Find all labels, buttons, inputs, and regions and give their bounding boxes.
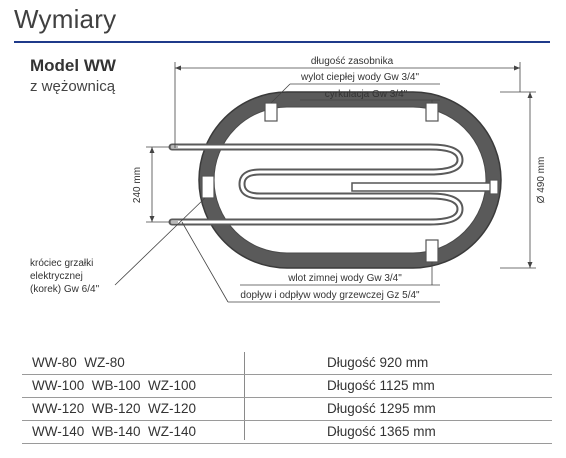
spec-models: WW-120 WB-120 WZ-120 <box>32 401 197 416</box>
cold-water-socket <box>425 239 439 263</box>
page-title: Wymiary <box>14 4 117 34</box>
spec-row: WW-100 WB-100 WZ-100 Długość 1125 mm <box>22 375 552 398</box>
heater-socket-label-2: elektrycznej <box>30 271 83 282</box>
spec-length: Długość 1365 mm <box>327 424 436 439</box>
spec-length: Długość 1295 mm <box>327 401 436 416</box>
spec-models: WW-100 WB-100 WZ-100 <box>32 378 197 393</box>
spec-row: WW-140 WB-140 WZ-140 Długość 1365 mm <box>22 421 552 444</box>
model-subtitle: z wężownicą <box>30 78 116 95</box>
spec-row: WW-80 WZ-80 Długość 920 mm <box>22 352 552 375</box>
spec-models: WW-140 WB-140 WZ-140 <box>32 424 197 439</box>
heater-socket-label-3: (korek) Gw 6/4" <box>30 284 100 295</box>
heater-socket-label-1: króciec grzałki <box>30 258 93 269</box>
heater-socket <box>201 175 215 199</box>
coil-spacing-label: 240 mm <box>132 167 143 203</box>
diameter-label: Ø 490 mm <box>536 157 547 204</box>
title-underline <box>14 41 550 43</box>
cold-water-inlet-label: wlot zimnej wody Gw 3/4" <box>287 273 402 284</box>
heater-rod <box>351 182 493 192</box>
spec-models: WW-80 WZ-80 <box>32 355 125 370</box>
heating-water-label: dopływ i odpływ wody grzewczej Gz 5/4" <box>240 290 420 301</box>
tank-length-label: długość zasobnika <box>311 56 394 67</box>
hot-water-outlet-label: wylot ciepłej wody Gw 3/4" <box>300 72 419 83</box>
spec-length: Długość 1125 mm <box>327 378 435 393</box>
model-name: Model WW <box>30 56 116 75</box>
circulation-label: cyrkulacja Gw 3/4" <box>325 89 408 100</box>
tank-diagram: długość zasobnika wylot ciepłej wody Gw … <box>30 56 547 303</box>
tank-inner <box>213 106 487 254</box>
spec-table-divider <box>244 352 245 440</box>
hot-water-socket <box>264 102 278 122</box>
spec-row: WW-120 WB-120 WZ-120 Długość 1295 mm <box>22 398 552 421</box>
circulation-socket <box>425 102 439 122</box>
spec-length: Długość 920 mm <box>327 355 429 370</box>
spec-table: WW-80 WZ-80 Długość 920 mm WW-100 WB-100… <box>22 352 552 444</box>
